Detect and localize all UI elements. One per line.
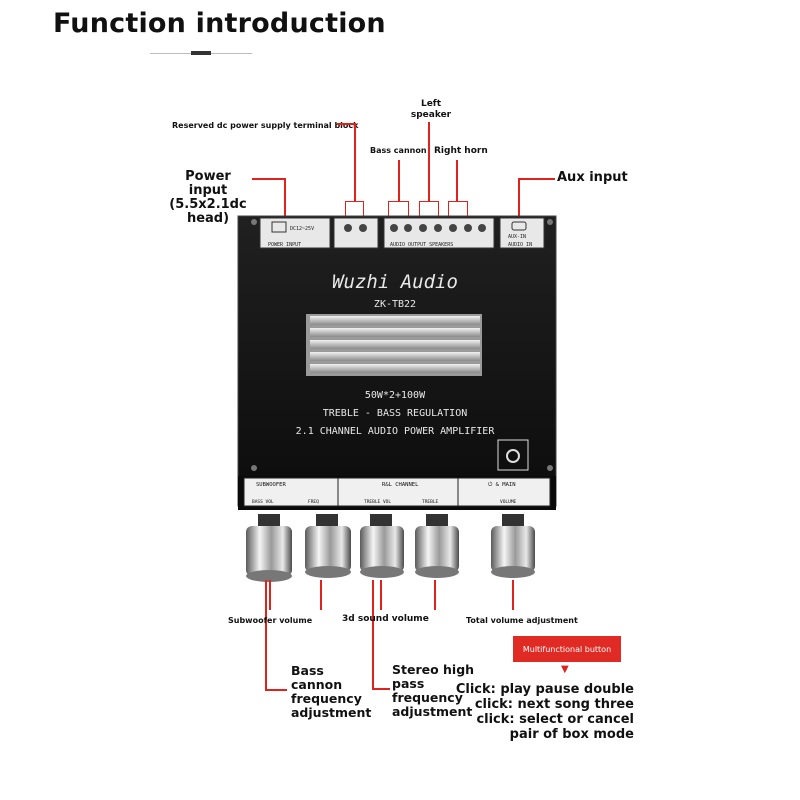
board-knob-volume: VOLUME xyxy=(500,499,517,505)
board-knob-treble: TREBLE xyxy=(422,499,439,505)
board-power-label: POWER INPUT xyxy=(268,242,301,248)
knob-volume xyxy=(491,514,535,578)
label-3d-sound-volume: 3d sound volume xyxy=(342,614,429,624)
multifunction-description: Click: play pause double click: next son… xyxy=(455,682,634,742)
knob-bass-vol xyxy=(246,514,292,582)
label-reserved-dc: Reserved dc power supply terminal block xyxy=(172,121,359,130)
board-knob-freq: FREQ xyxy=(308,499,319,505)
label-bass-freq: Bass cannon frequency adjustment xyxy=(291,663,372,720)
label-power-input: Power input (5.5x2.1dc head) xyxy=(169,169,247,226)
label-total-volume: Total volume adjustment xyxy=(466,616,578,625)
label-bass-cannon: Bass cannon xyxy=(370,146,427,155)
board-power-rating: 50W*2+100W xyxy=(365,390,426,401)
board-model: ZK-TB22 xyxy=(374,299,416,310)
board-amp-type: 2.1 CHANNEL AUDIO POWER AMPLIFIER xyxy=(296,426,496,437)
knob-treble-vol xyxy=(360,514,404,578)
title-underline-accent xyxy=(191,51,211,55)
knob-treble xyxy=(415,514,459,578)
board-section-main: ⏻ & MAIN xyxy=(488,481,516,488)
arrow-down-icon: ▼ xyxy=(561,664,569,675)
board-section-rl: R&L CHANNEL xyxy=(382,482,419,488)
board-brand: Wuzhi Audio xyxy=(332,271,458,293)
board-knob-bass-vol: BASS VOL xyxy=(252,499,274,505)
board-power-spec: DC12~25V xyxy=(290,226,314,232)
board-aux-spec: AUX-IN xyxy=(508,234,526,240)
label-stereo-hp: Stereo high pass frequency adjustment xyxy=(392,662,475,719)
board-knob-treble-vol: TREBLE VOL xyxy=(364,499,391,505)
board-aux-label: AUDIO IN xyxy=(508,242,532,248)
label-right-horn: Right horn xyxy=(434,146,488,156)
page-title: Function introduction xyxy=(53,8,386,39)
board-regulation: TREBLE - BASS REGULATION xyxy=(323,408,468,419)
multifunctional-button-label: Multifunctional button xyxy=(513,636,621,662)
label-aux-input: Aux input xyxy=(557,170,628,185)
knob-freq xyxy=(305,514,351,578)
amplifier-board: POWER INPUT DC12~25V AUDIO OUTPUT SPEAKE… xyxy=(237,215,557,582)
label-subwoofer-volume: Subwoofer volume xyxy=(228,616,313,625)
board-section-subwoofer: SUBWOOFER xyxy=(256,482,286,488)
board-speakers-label: AUDIO OUTPUT SPEAKERS xyxy=(390,242,453,248)
label-left-speaker: Left speaker xyxy=(410,99,452,120)
